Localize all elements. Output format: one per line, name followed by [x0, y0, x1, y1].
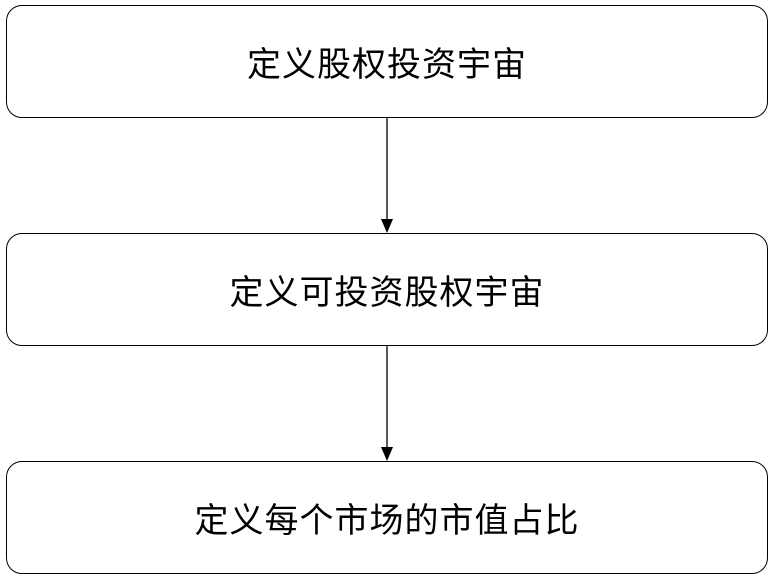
flow-step-define-equity-universe: 定义股权投资宇宙	[6, 5, 768, 118]
arrowhead-icon	[381, 447, 393, 461]
flow-step-define-investable-universe: 定义可投资股权宇宙	[6, 233, 768, 346]
flow-step-label: 定义股权投资宇宙	[247, 45, 527, 85]
flow-step-label: 定义每个市场的市值占比	[194, 501, 580, 541]
arrowhead-icon	[381, 219, 393, 233]
flow-step-define-market-cap-share: 定义每个市场的市值占比	[6, 461, 768, 574]
flow-step-label: 定义可投资股权宇宙	[229, 273, 545, 313]
